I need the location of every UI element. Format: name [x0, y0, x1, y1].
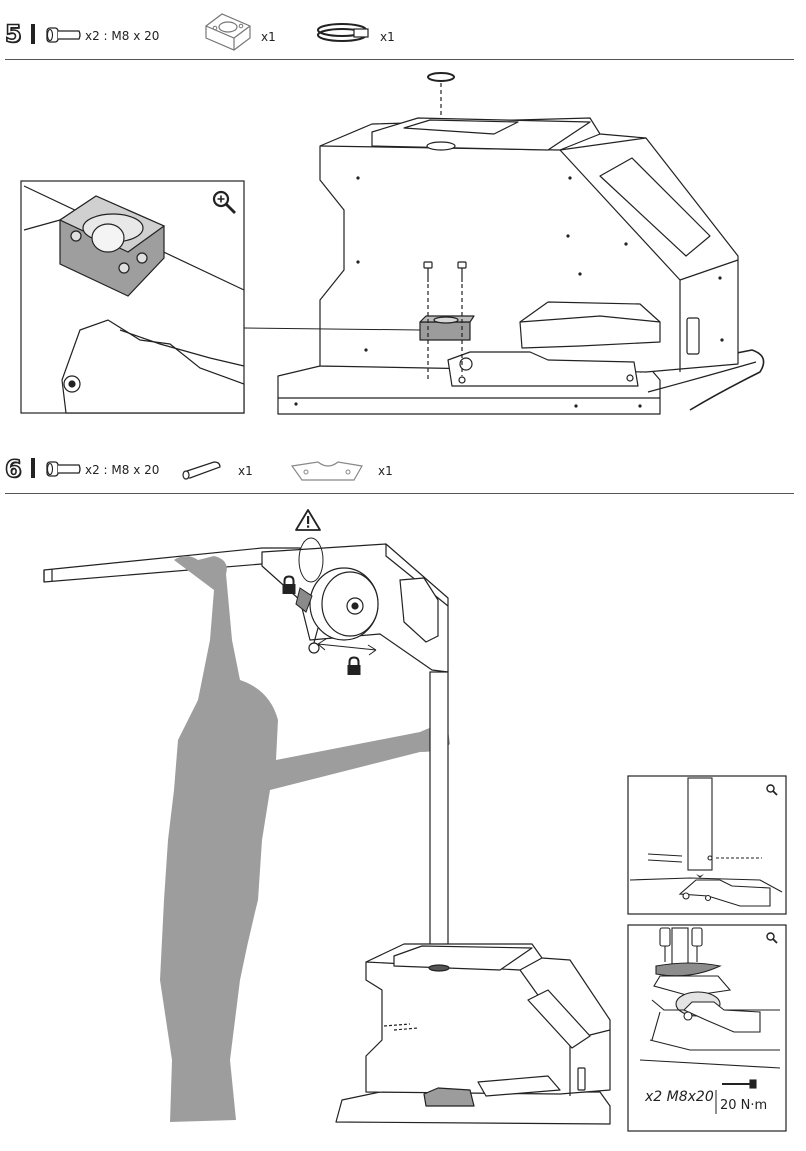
step-6-rule — [5, 493, 794, 494]
step-6-divider — [31, 458, 35, 478]
step-5-bracket-label: x1 — [261, 30, 276, 44]
bolt-icon — [46, 461, 81, 477]
step-5-rule — [5, 59, 794, 60]
bracket-block-icon — [205, 13, 251, 51]
step-5-divider — [31, 24, 35, 44]
step-6-number: 6 — [4, 455, 22, 483]
step-5-ring-label: x1 — [380, 30, 395, 44]
magnify-icon — [766, 932, 778, 944]
magnify-icon — [212, 190, 236, 214]
step-6-bolt-label: x2 : M8 x 20 — [85, 463, 160, 477]
detail-bolts-label: x2 M8x20 — [645, 1089, 714, 1105]
detail-torque-label: 20 N·m — [720, 1098, 768, 1113]
warning-icon — [295, 509, 321, 531]
lock-icon — [347, 656, 361, 675]
pin-icon — [182, 461, 221, 480]
step-5-number: 5 — [4, 20, 22, 48]
step-6-pin-label: x1 — [238, 464, 253, 478]
step-5-assembly-drawing — [20, 72, 765, 415]
magnify-icon — [766, 784, 778, 796]
ring-clamp-icon — [317, 23, 369, 42]
step-6-assembly-drawing — [43, 537, 787, 1132]
bolt-icon — [46, 27, 81, 43]
plate-icon — [290, 461, 363, 481]
step-5-bolt-label: x2 : M8 x 20 — [85, 29, 160, 43]
step-6-plate-label: x1 — [378, 464, 393, 478]
lock-icon — [282, 575, 296, 594]
